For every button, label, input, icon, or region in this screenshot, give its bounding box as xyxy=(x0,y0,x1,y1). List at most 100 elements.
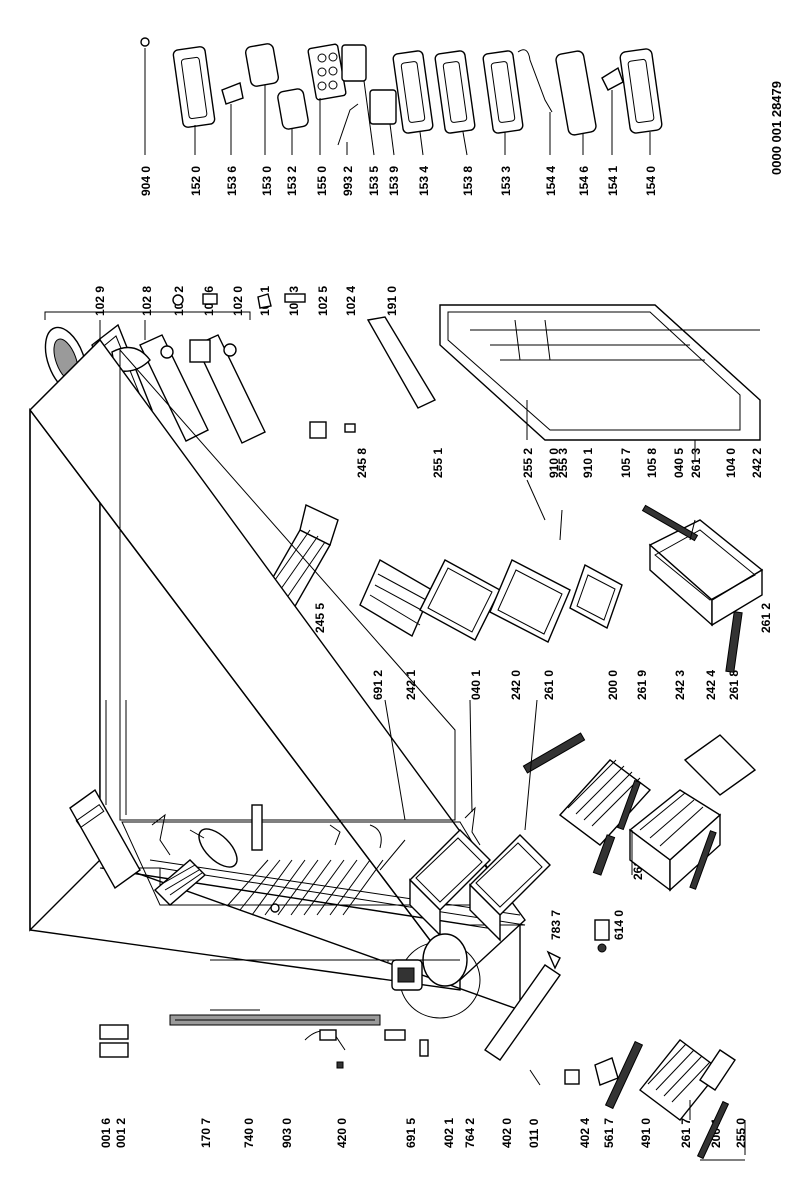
part-153-4 xyxy=(392,50,434,134)
part-200-0-basket xyxy=(558,759,652,846)
part-label: 154 6 xyxy=(577,166,591,196)
part-153-6 xyxy=(221,82,244,105)
part-label: 903 0 xyxy=(280,1118,294,1148)
part-label: 402 0 xyxy=(500,1118,514,1148)
part-label: 691 5 xyxy=(404,1118,418,1148)
part-102-2 xyxy=(172,294,184,306)
part-104-0-door xyxy=(439,304,761,441)
part-label: 261 0 xyxy=(542,670,556,700)
part-label: 011 0 xyxy=(527,1118,541,1148)
part-261-0 xyxy=(522,732,586,774)
part-label: 153 8 xyxy=(461,166,475,196)
freezer-evaporator-grille xyxy=(153,859,207,906)
part-label: 040 1 xyxy=(469,670,483,700)
part-label: 783 7 xyxy=(549,910,563,940)
part-783-7 xyxy=(529,1069,541,1086)
part-label: 191 0 xyxy=(385,286,399,316)
part-label: 153 6 xyxy=(225,166,239,196)
part-label: 154 1 xyxy=(606,166,620,196)
shelves-group xyxy=(259,504,623,643)
part-261-8 xyxy=(689,830,717,890)
part-label: 242 4 xyxy=(704,670,718,700)
part-label: 153 9 xyxy=(387,166,401,196)
part-label: 261 2 xyxy=(759,603,773,633)
hinges-group xyxy=(151,804,481,856)
part-251-4 xyxy=(160,345,174,359)
part-label: 255 1 xyxy=(431,448,445,478)
part-153-0 xyxy=(244,43,280,87)
part-040-1-bottom-hinge xyxy=(464,806,481,846)
part-261-3 xyxy=(641,504,699,542)
part-153-8 xyxy=(434,50,476,134)
part-045-9-screw xyxy=(189,829,205,839)
part-993-2 xyxy=(337,103,359,146)
part-label: 740 0 xyxy=(242,1118,256,1148)
part-154-6 xyxy=(555,50,597,136)
part-155-0 xyxy=(307,43,347,101)
part-label: 102 5 xyxy=(316,286,330,316)
part-261-2 xyxy=(725,611,743,673)
part-label: 153 0 xyxy=(260,166,274,196)
part-label: 242 3 xyxy=(673,670,687,700)
part-102-8 xyxy=(139,334,209,442)
part-label: 242 2 xyxy=(750,448,764,478)
part-491-0 xyxy=(594,1057,619,1086)
part-152-0 xyxy=(172,46,216,128)
part-label: 764 2 xyxy=(463,1118,477,1148)
part-label: 105 8 xyxy=(645,448,659,478)
part-label: 255 2 xyxy=(521,448,535,478)
part-label: 001 6 xyxy=(99,1118,113,1148)
part-011-0-tray xyxy=(484,964,561,1061)
part-label: 152 0 xyxy=(189,166,203,196)
part-label: 614 0 xyxy=(612,910,626,940)
part-label: 491 0 xyxy=(639,1118,653,1148)
left-small-parts xyxy=(99,903,619,1086)
part-label: 001 2 xyxy=(114,1118,128,1148)
part-label: 242 0 xyxy=(509,670,523,700)
freezer-section xyxy=(522,732,757,892)
part-label: 155 0 xyxy=(315,166,329,196)
part-242-0-bin xyxy=(469,834,551,942)
part-251-0 xyxy=(189,339,211,363)
part-153-3 xyxy=(482,50,524,134)
part-255-3 xyxy=(569,563,623,630)
part-label: 170 7 xyxy=(199,1118,213,1148)
part-740-0-condenser xyxy=(169,1014,381,1026)
part-001-2 xyxy=(99,1042,129,1058)
cabinet-body xyxy=(29,337,551,1011)
part-label: 154 0 xyxy=(644,166,658,196)
part-191-0 xyxy=(366,316,436,409)
part-label: 561 7 xyxy=(602,1118,616,1148)
part-102-0 xyxy=(195,334,266,444)
part-255-1 xyxy=(419,559,501,641)
leader-lines xyxy=(99,48,746,1161)
part-153-9 xyxy=(369,89,397,125)
part-242-2-drawer xyxy=(648,519,764,627)
part-102-5 xyxy=(309,421,327,439)
part-label: 102 8 xyxy=(140,286,154,316)
part-label: 691 2 xyxy=(371,670,385,700)
part-label: 420 0 xyxy=(335,1118,349,1148)
part-242-3-drawer xyxy=(628,789,722,892)
part-label: 153 2 xyxy=(285,166,299,196)
part-245-8 xyxy=(359,559,433,638)
part-label: 154 4 xyxy=(544,166,558,196)
part-561-7 xyxy=(564,1069,580,1085)
part-153-2 xyxy=(277,88,309,130)
part-402-4 xyxy=(546,950,561,970)
part-691-2-clip xyxy=(369,824,382,849)
part-label: 245 5 xyxy=(313,603,327,633)
part-label: 242 1 xyxy=(404,670,418,700)
part-label: 153 3 xyxy=(499,166,513,196)
part-label: 245 8 xyxy=(355,448,369,478)
part-label: 261 8 xyxy=(727,670,741,700)
part-label: 105 7 xyxy=(619,448,633,478)
part-label: 910 0 xyxy=(547,448,561,478)
part-255-2 xyxy=(489,559,571,643)
part-651-0 xyxy=(223,343,237,357)
part-label: 261 3 xyxy=(689,448,703,478)
part-420-0-plug xyxy=(336,1061,344,1069)
part-255-0-cover xyxy=(699,1049,736,1091)
